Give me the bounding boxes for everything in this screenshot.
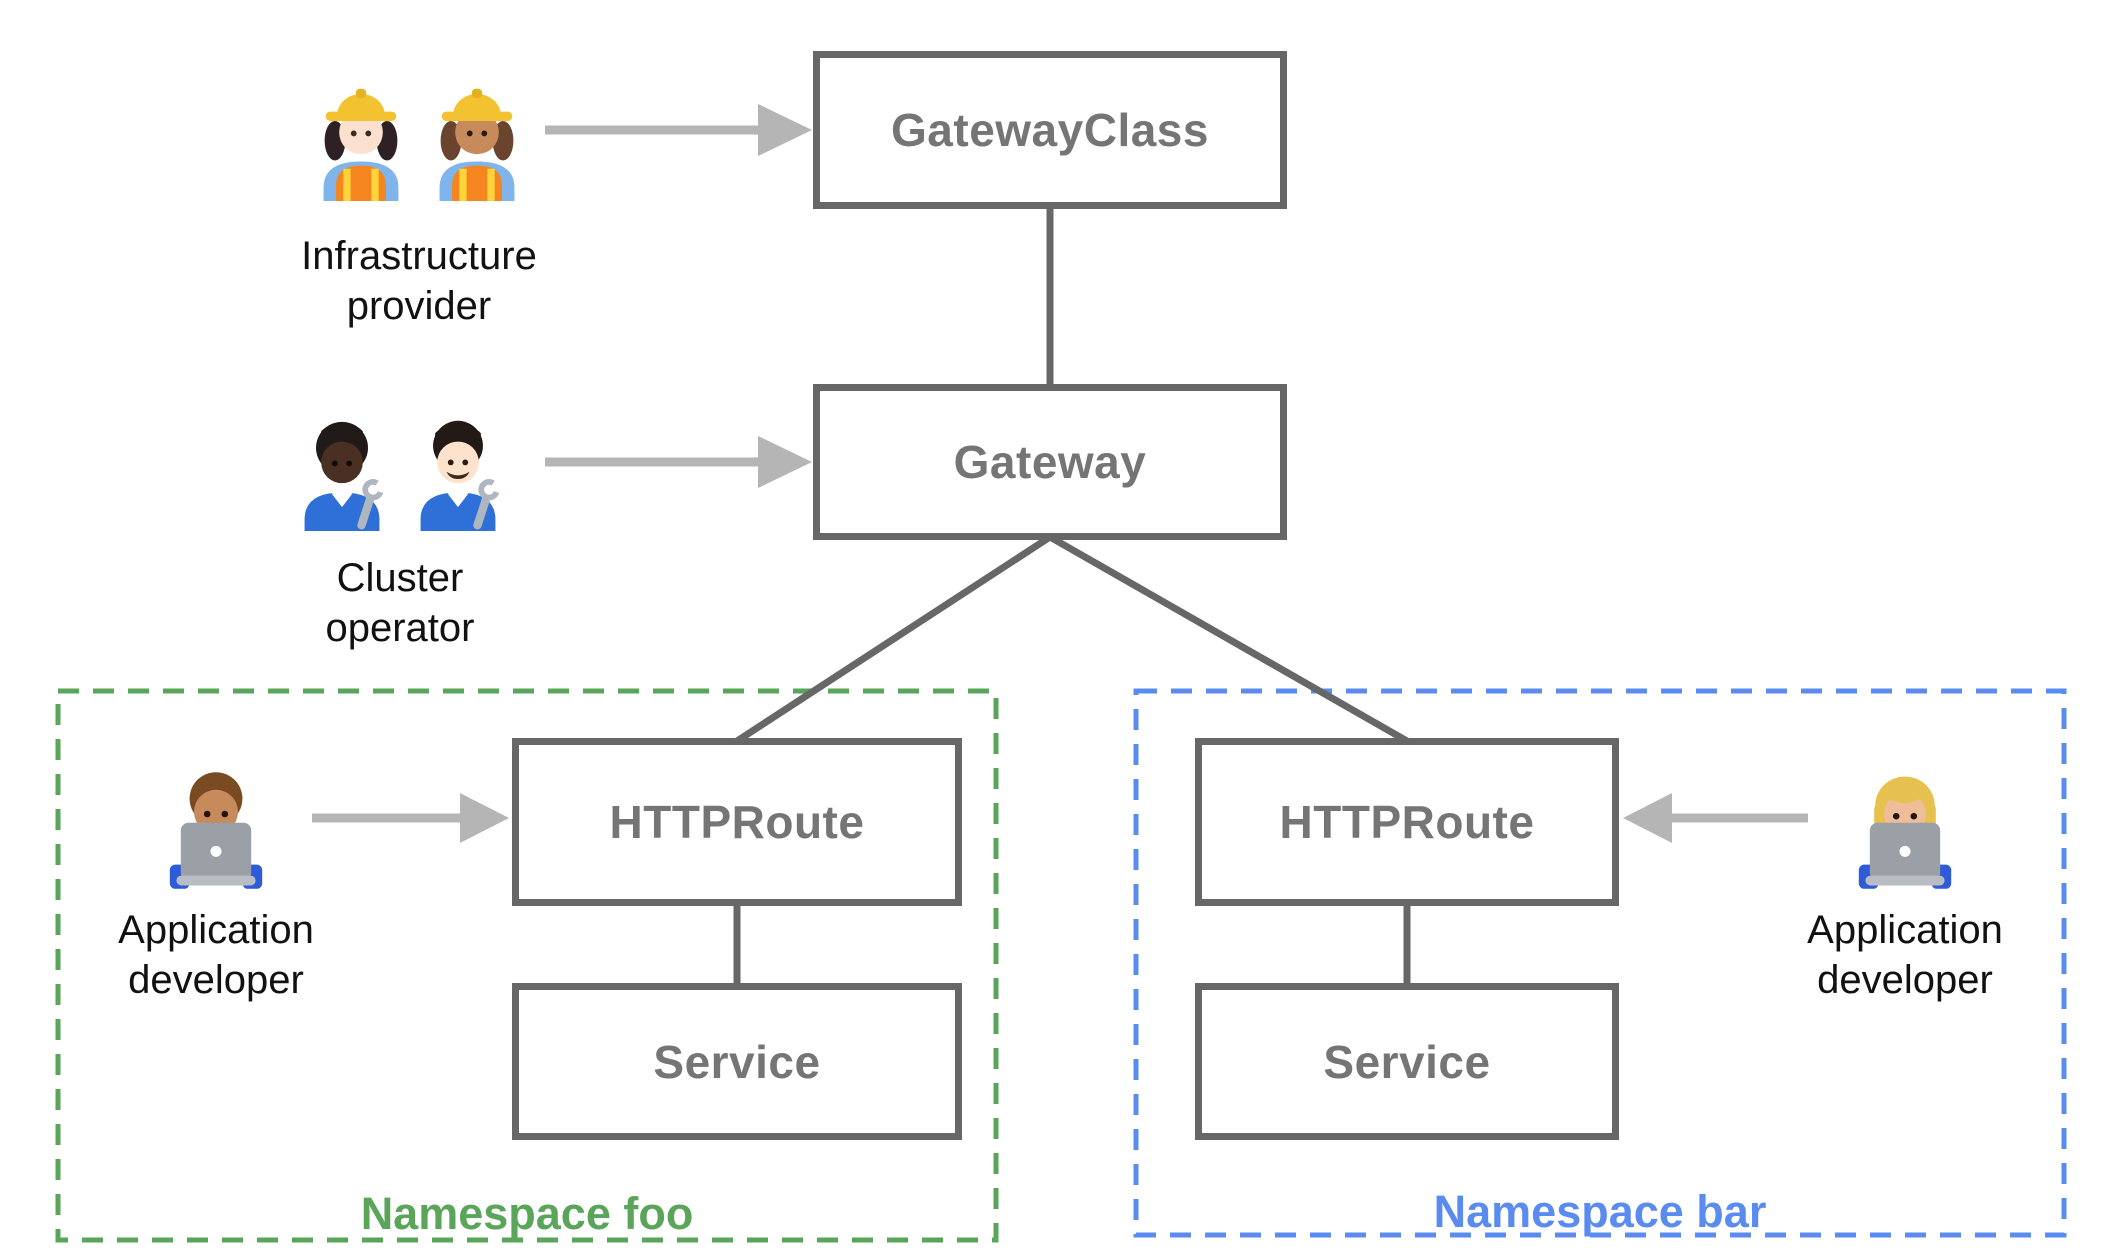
node-httproute-bar: HTTPRoute bbox=[1195, 738, 1619, 906]
persona-infrastructure-provider: Infrastructure provider bbox=[219, 70, 619, 332]
node-service-bar: Service bbox=[1195, 983, 1619, 1140]
mechanic-dark-icon bbox=[304, 421, 384, 531]
edge-gateway-httproute-foo bbox=[735, 534, 1052, 744]
node-httproute-bar-label: HTTPRoute bbox=[1279, 796, 1535, 848]
edge-gateway-httproute-bar bbox=[1048, 533, 1409, 745]
application-developer-bar-label: Application developer bbox=[1807, 908, 2003, 1003]
namespace-bar-label: Namespace bar bbox=[1433, 1186, 1767, 1237]
node-gateway-label: Gateway bbox=[953, 436, 1147, 488]
persona-application-developer-bar: Application developer bbox=[1705, 750, 2105, 1006]
infrastructure-provider-label: Infrastructure provider bbox=[301, 234, 537, 329]
node-gatewayclass: GatewayClass bbox=[813, 51, 1287, 209]
persona-application-developer-foo: Application developer bbox=[16, 750, 416, 1006]
namespace-foo-label: Namespace foo bbox=[360, 1188, 694, 1239]
woman-construction-worker-light-icon bbox=[323, 88, 399, 201]
infrastructure-provider-icons bbox=[309, 70, 529, 201]
cluster-operator-label: Cluster operator bbox=[325, 556, 475, 651]
node-service-bar-label: Service bbox=[1323, 1035, 1491, 1088]
woman-technologist-icon bbox=[1858, 776, 1952, 889]
node-httproute-foo: HTTPRoute bbox=[512, 738, 962, 906]
man-technologist-icon bbox=[169, 772, 263, 889]
woman-construction-worker-medium-icon bbox=[439, 88, 515, 201]
man-mechanic-light-icon bbox=[420, 420, 500, 531]
cluster-operator-icons bbox=[290, 400, 510, 531]
node-service-foo-label: Service bbox=[653, 1035, 821, 1088]
node-gateway: Gateway bbox=[813, 384, 1287, 540]
node-gatewayclass-label: GatewayClass bbox=[891, 104, 1209, 156]
application-developer-bar-icons bbox=[1850, 750, 1960, 889]
node-service-foo: Service bbox=[512, 983, 962, 1140]
node-httproute-foo-label: HTTPRoute bbox=[609, 796, 865, 848]
persona-cluster-operator: Cluster operator bbox=[200, 400, 600, 654]
application-developer-foo-icons bbox=[161, 750, 271, 889]
application-developer-foo-label: Application developer bbox=[118, 908, 314, 1003]
